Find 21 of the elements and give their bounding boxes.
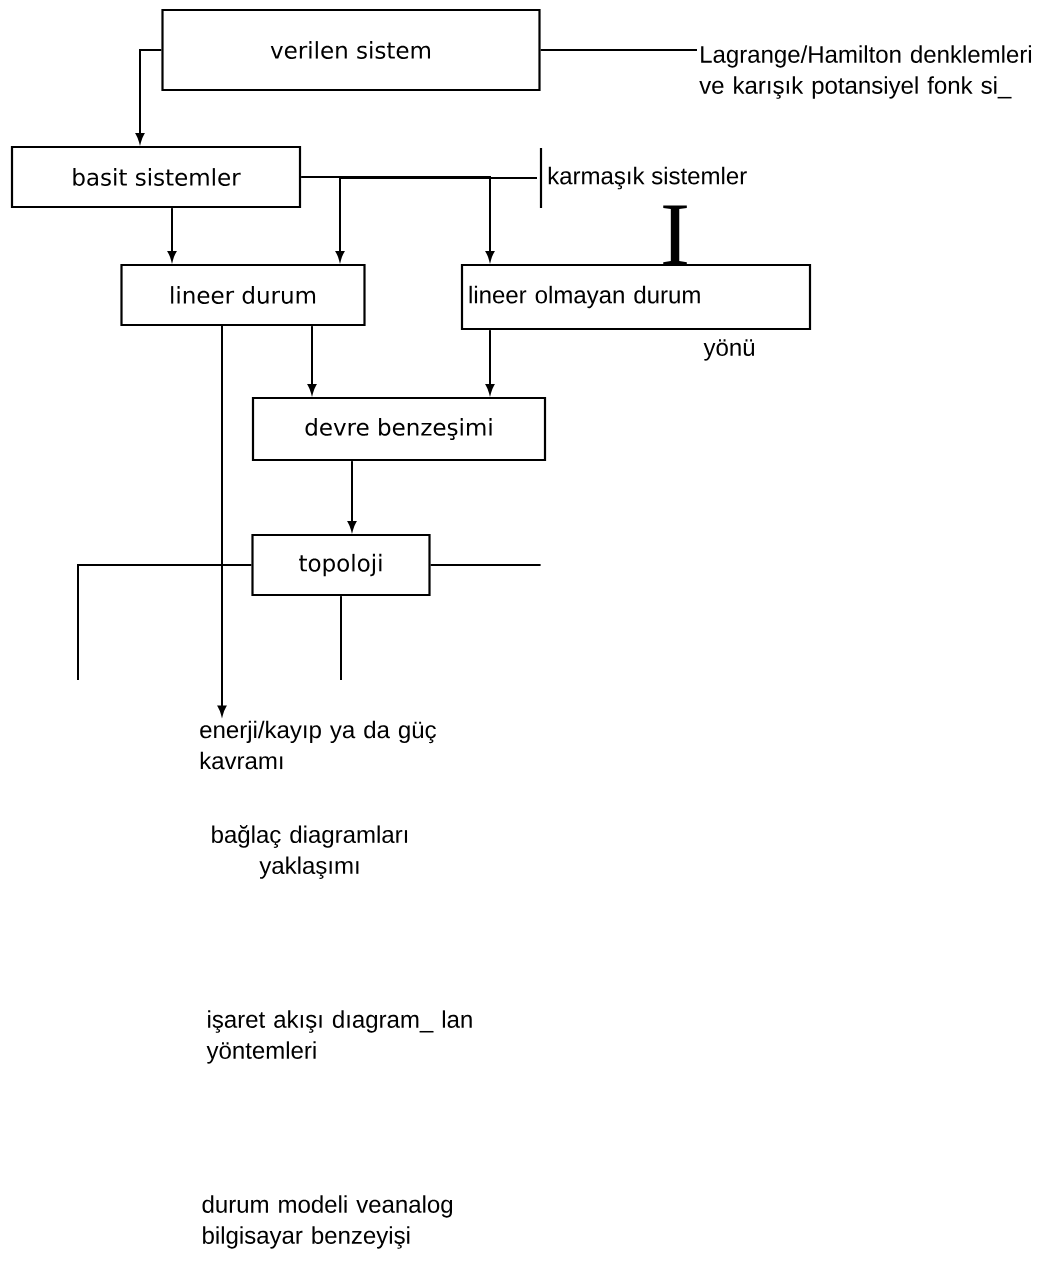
arrow [217,325,227,716]
note-text: durum modeli veanalog bilgisayar benzeyişi [202,1195,453,1249]
node-text: enerji/kayıp ya da güç kavramı [200,720,436,770]
note-text: işaret akışı dıagram_ lan yöntemleri [206,1010,472,1064]
process-box: lineer olmayan durum [460,263,812,331]
arrow [335,177,538,261]
letter-label: I [663,205,687,265]
process-box: topoloji [251,533,431,597]
arrow [347,460,357,531]
note-text: bağlaç diagramları yaklaşımı [212,825,408,879]
process-box: verilen sistem [161,8,541,92]
process-box: devre benzeşimi [251,396,547,462]
process-box: lineer durum [120,263,366,327]
arrow [307,325,317,394]
arrow [485,329,495,394]
arrow [167,207,177,261]
node-text: Lagrange/Hamilton denklemleri ve karışık potansiyel fonk si_ [699,45,1031,99]
process-box: basit sistemler [10,145,302,209]
beside-text: yönü [703,339,755,361]
arrow [135,49,163,143]
arrow [300,176,495,261]
